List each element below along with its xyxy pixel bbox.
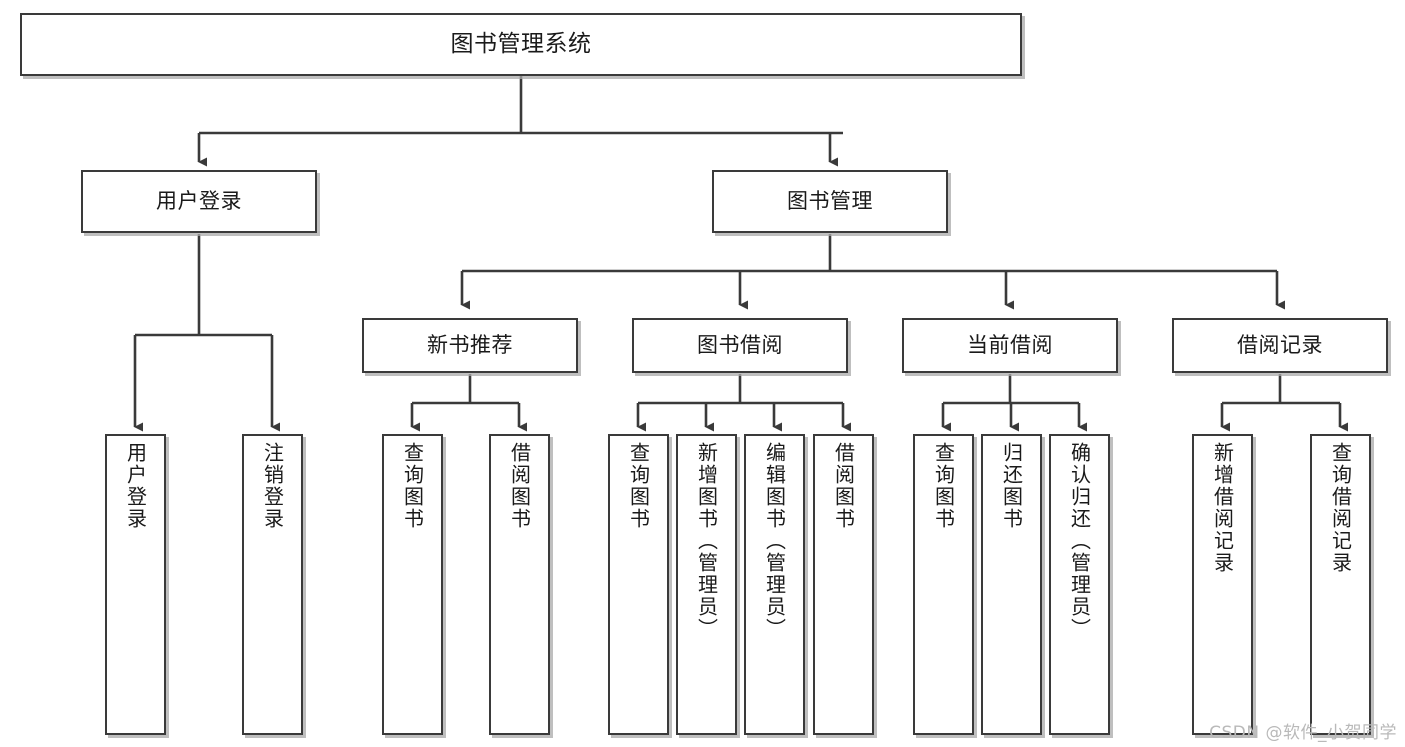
leaf-confirm-return-admin[interactable]: 确认归还（管理员） <box>1049 434 1110 735</box>
node-label: 当前借阅 <box>967 333 1053 358</box>
leaf-borrow-book[interactable]: 借阅图书 <box>813 434 874 735</box>
node-label: 图书管理系统 <box>450 31 592 58</box>
node-label: 新书推荐 <box>427 333 513 358</box>
leaf-edit-book-admin[interactable]: 编辑图书（管理员） <box>744 434 805 735</box>
node-label: 查询借阅记录 <box>1328 442 1353 574</box>
node-label: 查询图书 <box>626 442 651 530</box>
leaf-add-borrow-record[interactable]: 新增借阅记录 <box>1192 434 1253 735</box>
node-label: 确认归还（管理员） <box>1067 442 1092 640</box>
node-label: 归还图书 <box>999 442 1024 530</box>
node-label: 新增图书（管理员） <box>694 442 719 640</box>
node-new-book-recommend[interactable]: 新书推荐 <box>362 318 578 373</box>
node-root-system[interactable]: 图书管理系统 <box>20 13 1022 76</box>
node-label: 编辑图书（管理员） <box>762 442 787 640</box>
leaf-user-login[interactable]: 用户登录 <box>105 434 166 735</box>
leaf-logout[interactable]: 注销登录 <box>242 434 303 735</box>
node-label: 用户登录 <box>156 189 242 214</box>
leaf-query-book-newbook[interactable]: 查询图书 <box>382 434 443 735</box>
leaf-query-borrow-record[interactable]: 查询借阅记录 <box>1310 434 1371 735</box>
node-label: 借阅图书 <box>507 442 532 530</box>
node-label: 注销登录 <box>260 442 285 530</box>
leaf-query-book-current[interactable]: 查询图书 <box>913 434 974 735</box>
node-label: 图书管理 <box>787 189 873 214</box>
node-borrow-records[interactable]: 借阅记录 <box>1172 318 1388 373</box>
node-current-borrow[interactable]: 当前借阅 <box>902 318 1118 373</box>
node-label: 用户登录 <box>123 442 148 530</box>
node-book-management[interactable]: 图书管理 <box>712 170 948 233</box>
leaf-return-book[interactable]: 归还图书 <box>981 434 1042 735</box>
node-book-borrow[interactable]: 图书借阅 <box>632 318 848 373</box>
node-user-login[interactable]: 用户登录 <box>81 170 317 233</box>
node-label: 借阅记录 <box>1237 333 1323 358</box>
leaf-borrow-book-newbook[interactable]: 借阅图书 <box>489 434 550 735</box>
leaf-query-book-borrow[interactable]: 查询图书 <box>608 434 669 735</box>
node-label: 借阅图书 <box>831 442 856 530</box>
leaf-add-book-admin[interactable]: 新增图书（管理员） <box>676 434 737 735</box>
node-label: 图书借阅 <box>697 333 783 358</box>
node-label: 查询图书 <box>931 442 956 530</box>
node-label: 新增借阅记录 <box>1210 442 1235 574</box>
node-label: 查询图书 <box>400 442 425 530</box>
